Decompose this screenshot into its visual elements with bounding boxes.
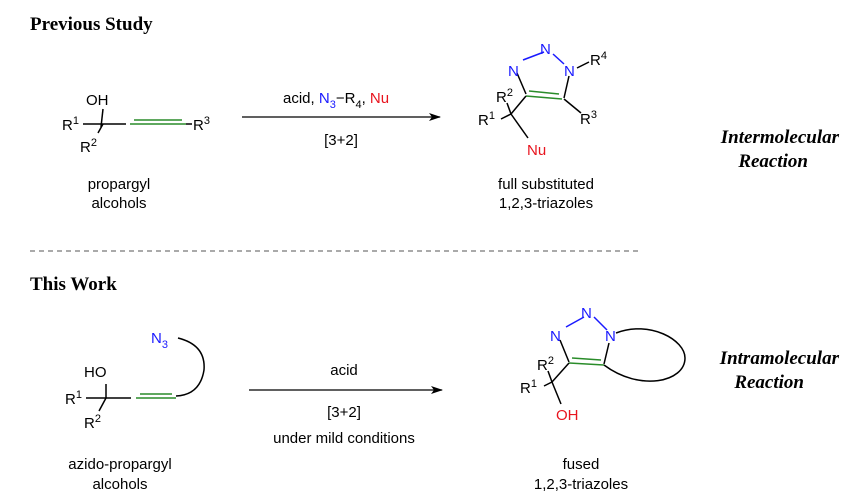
triazole-caption-line2: 1,2,3-triazoles — [499, 195, 593, 212]
product-r2-label: R2 — [496, 87, 513, 106]
reactant-r1-label: R1 — [62, 115, 79, 134]
intramolecular-label-line2: Reaction — [733, 372, 804, 393]
intermolecular-label-line1: Intermolecular — [720, 127, 840, 148]
product-r1-label: R1 — [478, 110, 495, 129]
azido-reactant-r1-label: R1 — [65, 389, 82, 408]
reactant-oh-label: OH — [86, 92, 109, 109]
fused-caption-line2: 1,2,3-triazoles — [534, 476, 628, 493]
intermolecular-label-line2: Reaction — [737, 151, 808, 172]
reactant-r3-label: R3 — [193, 115, 210, 134]
previous-study-heading: Previous Study — [30, 14, 153, 35]
fused-product-n1-label: N — [550, 328, 561, 345]
propargyl-caption-line1: propargyl — [88, 176, 151, 193]
top-reagents-label: acid, N3−R4, Nu — [283, 90, 389, 111]
fused-product-r1-label: R1 — [520, 378, 537, 397]
azido-caption-line2: alcohols — [92, 476, 147, 493]
propargyl-alcohol-structure — [83, 108, 192, 134]
intramolecular-label-line1: Intramolecular — [719, 348, 840, 369]
product-r3-label: R3 — [580, 109, 597, 128]
fused-product-oh-label: OH — [556, 407, 579, 424]
fused-product-n3-label: N — [605, 328, 616, 345]
bottom-conditions-label: under mild conditions — [273, 430, 415, 447]
bottom-cycloaddition-label: [3+2] — [327, 404, 361, 421]
fused-triazole-structure — [543, 316, 686, 405]
azido-reactant-r2-label: R2 — [84, 413, 101, 432]
reactant-r2-label: R2 — [80, 137, 97, 156]
fused-product-n2-label: N — [581, 305, 592, 322]
azido-propargyl-alcohol-structure — [86, 337, 205, 412]
product-n3-label: N — [564, 63, 575, 80]
bottom-reagent-label: acid — [330, 362, 358, 379]
product-n2-label: N — [540, 41, 551, 58]
azido-reactant-n3-label: N3 — [151, 330, 168, 351]
product-n1-label: N — [508, 63, 519, 80]
product-r4-label: R4 — [590, 50, 607, 69]
azido-caption-line1: azido-propargyl — [68, 456, 171, 473]
product-nu-label: Nu — [527, 142, 546, 159]
top-cycloaddition-label: [3+2] — [324, 132, 358, 149]
fused-caption-line1: fused — [563, 456, 600, 473]
fused-product-r2-label: R2 — [537, 355, 554, 374]
triazole-caption-line1: full substituted — [498, 176, 594, 193]
triazole-product-structure — [500, 51, 590, 139]
this-work-heading: This Work — [30, 274, 117, 295]
azido-reactant-ho-label: HO — [84, 364, 107, 381]
propargyl-caption-line2: alcohols — [91, 195, 146, 212]
